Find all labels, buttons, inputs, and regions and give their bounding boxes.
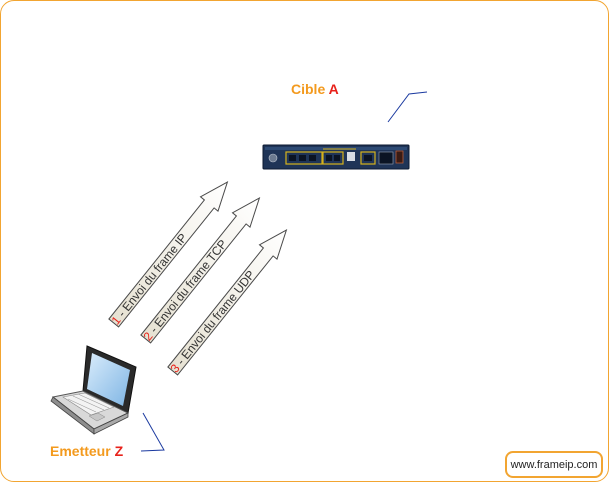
laptop-icon bbox=[50, 345, 137, 435]
target-letter: A bbox=[328, 81, 339, 97]
router-icon bbox=[262, 144, 410, 170]
arrow-2 bbox=[140, 196, 261, 344]
arrow-1 bbox=[108, 180, 229, 328]
watermark: www.frameip.com bbox=[505, 451, 603, 478]
target-callout-line bbox=[387, 91, 428, 123]
sender-callout-line bbox=[140, 412, 165, 452]
sender-name: Emetteur bbox=[50, 443, 111, 459]
arrow-3 bbox=[167, 228, 288, 376]
target-name: Cible bbox=[291, 81, 326, 97]
sender-letter: Z bbox=[114, 443, 124, 459]
sender-label: Emetteur Z bbox=[50, 443, 123, 459]
target-label: Cible A bbox=[291, 81, 339, 97]
